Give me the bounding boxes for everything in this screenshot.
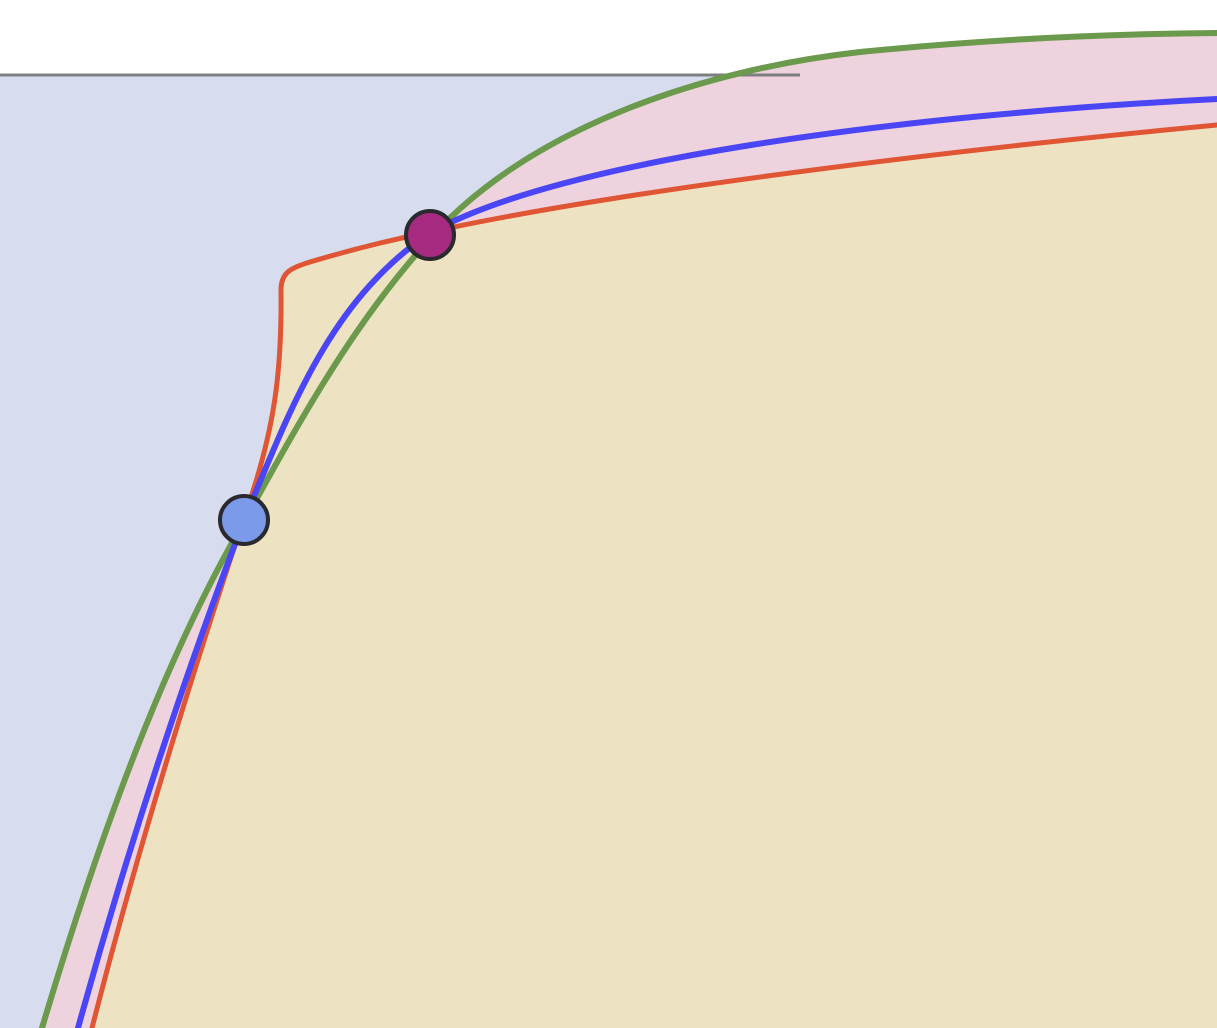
inner-region [92,125,1217,1028]
magenta-control-point[interactable] [404,209,456,261]
blue-curve [75,96,1217,1028]
red-curve [89,122,1217,1028]
blue-control-point[interactable] [218,494,270,546]
